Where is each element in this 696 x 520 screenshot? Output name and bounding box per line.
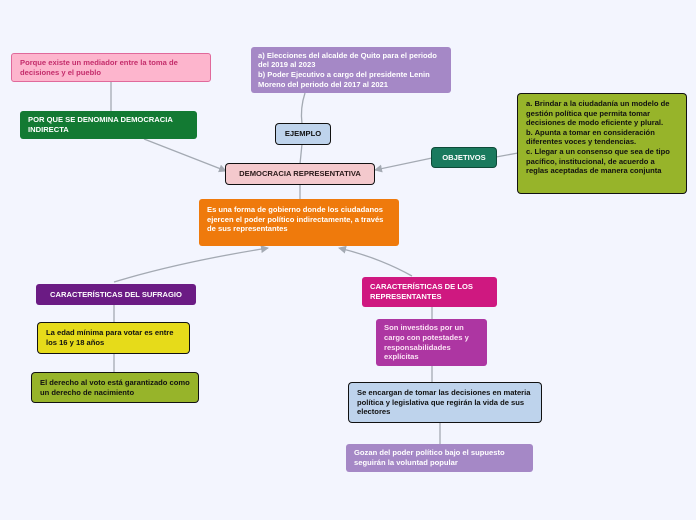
- link-example-to-central: [299, 143, 303, 165]
- definition-node[interactable]: Es una forma de gobierno donde los ciuda…: [199, 199, 399, 246]
- link-suffrage-to-definition: [113, 245, 269, 283]
- objectives-text-node[interactable]: a. Brindar a la ciudadanía un modelo de …: [518, 94, 686, 193]
- link-reps-to-definition: [338, 245, 413, 277]
- mediator-node[interactable]: Porque existe un mediador entre la toma …: [11, 53, 211, 82]
- decisions-node[interactable]: Se encargan de tomar las decisiones en m…: [349, 383, 541, 422]
- central-topic-node[interactable]: DEMOCRACIA REPRESENTATIVA: [226, 164, 374, 184]
- link-objectives-text-to-label: [495, 152, 519, 158]
- birth-right-node[interactable]: El derecho al voto está garantizado como…: [32, 373, 198, 402]
- link-why-to-central: [143, 138, 227, 173]
- invested-node[interactable]: Son investidos por un cargo con potestad…: [376, 319, 487, 366]
- objectives-label-node[interactable]: OBJETIVOS: [432, 148, 496, 167]
- link-example-text-to-label: [300, 92, 306, 125]
- representatives-label-node[interactable]: CARACTERÍSTICAS DE LOS REPRESENTANTES: [362, 277, 497, 307]
- link-objectives-to-central: [374, 157, 433, 173]
- example-label-node[interactable]: EJEMPLO: [276, 124, 330, 144]
- popular-will-node[interactable]: Gozan del poder político bajo el supuest…: [346, 444, 533, 472]
- suffrage-label-node[interactable]: CARACTERÍSTICAS DEL SUFRAGIO: [36, 284, 196, 305]
- why-indirect-node[interactable]: POR QUE SE DENOMINA DEMOCRACIA INDIRECTA: [20, 111, 197, 139]
- example-text-node[interactable]: a) Elecciones del alcalde de Quito para …: [251, 47, 451, 93]
- min-age-node[interactable]: La edad mínima para votar es entre los 1…: [38, 323, 189, 353]
